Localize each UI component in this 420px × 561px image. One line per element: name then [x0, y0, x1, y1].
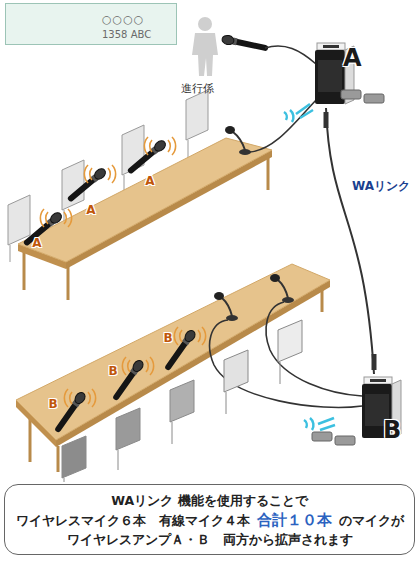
- upper-table: [267, 155, 270, 190]
- receive-wave-a: [290, 110, 293, 122]
- presenter-figure: [192, 17, 218, 76]
- lower-chairs: [278, 320, 302, 362]
- lower-chairs: [64, 478, 65, 482]
- upper-wireless-mics: [22, 137, 176, 248]
- lower-chairs: [62, 320, 302, 482]
- summary-text: WAリンク 機能を使用することで: [111, 493, 307, 508]
- link-cable: [326, 108, 374, 374]
- lower-chairs: [170, 380, 194, 422]
- lower-wired-mics: [222, 298, 232, 316]
- presenter-figure: [198, 17, 212, 31]
- lower-wireless-mics: [122, 357, 153, 375]
- upper-chairs: [186, 90, 208, 140]
- presenter-figure: [192, 33, 218, 76]
- upper-wireless-mics: [144, 137, 175, 155]
- amplifier-a: [341, 90, 361, 99]
- callout-letter: A: [86, 204, 95, 216]
- receive-wave-b: [304, 420, 307, 428]
- text-line: ワイヤレスアンプＡ・Ｂ 両方から拡声されます: [67, 532, 353, 547]
- amplifier-b: B: [358, 374, 408, 446]
- lower-wired-mics: [266, 302, 362, 396]
- lower-chairs: [280, 362, 281, 384]
- lower-chairs: [226, 392, 227, 414]
- amplifier-a: [323, 45, 339, 48]
- amplifier-a: [364, 94, 384, 103]
- lower-wired-mics: [214, 292, 224, 300]
- callout-letter: A: [145, 175, 154, 187]
- lower-wired-mics: [210, 320, 362, 407]
- callout-letter: B: [48, 398, 57, 410]
- upper-wired-mic: [225, 98, 318, 155]
- upper-table: [23, 250, 26, 290]
- text-line: WAリンク 機能を使用することで: [111, 493, 307, 508]
- upper-table: [67, 266, 70, 300]
- amplifier-b: [335, 436, 355, 445]
- amplifier-a: [318, 60, 342, 92]
- upper-wireless-mics: [126, 139, 168, 176]
- lower-wireless-mics: [64, 389, 95, 407]
- amplifier-b: [312, 432, 332, 441]
- receive-wave-a: [284, 112, 287, 120]
- callout-letter: B: [108, 365, 117, 377]
- amplifier-a: A: [312, 40, 364, 108]
- amplifier-a: [317, 43, 345, 50]
- lower-wired-mics: [270, 274, 280, 282]
- upper-chairs: [10, 245, 11, 262]
- lower-wireless-mics: [174, 327, 205, 345]
- presenter-mic: [221, 34, 316, 64]
- lower-chairs: [116, 408, 140, 450]
- lower-chairs: [172, 422, 173, 444]
- amplifier-b: [364, 377, 392, 384]
- upper-chairs: [8, 195, 30, 245]
- amplifier-a: [315, 43, 384, 104]
- summary-box: WAリンク 機能を使用することでワイヤレスマイク６本 有線マイク４本合計１０本の…: [4, 484, 415, 555]
- receive-wave-a: [284, 104, 313, 122]
- cable-plug: [372, 354, 377, 370]
- receive-wave-b: [320, 425, 335, 430]
- sign-text: 1358 ABC: [102, 29, 151, 40]
- lower-table: [16, 264, 330, 440]
- text-line: ワイヤレスマイク６本 有線マイク４本合計１０本のマイクが: [16, 511, 404, 529]
- amp-letter: B: [383, 418, 401, 442]
- upper-table: [18, 138, 272, 262]
- upper-wireless-mics: [22, 211, 64, 248]
- lower-wired-mics: [278, 280, 288, 298]
- sign-text: ○○○○: [102, 13, 144, 26]
- upper-wireless-mics: [40, 209, 71, 227]
- lower-chairs: [62, 436, 86, 478]
- upper-wired-mic: [225, 126, 235, 134]
- amplifier-b: [370, 379, 386, 382]
- callout-letter: A: [32, 237, 41, 249]
- receive-wave-b: [310, 418, 313, 430]
- amplifier-b: [312, 377, 401, 445]
- upper-wired-mic: [233, 132, 245, 150]
- receive-wave-b: [318, 418, 334, 424]
- lower-chairs: [224, 350, 248, 392]
- receive-wave-b: [304, 418, 335, 430]
- sign-board: ○○○○ 1358 ABC: [5, 3, 177, 45]
- summary-text: ワイヤレスマイク６本 有線マイク４本: [16, 513, 250, 528]
- upper-table: [18, 138, 272, 300]
- summary-text: 合計１０本: [257, 511, 332, 529]
- amp-letter: A: [343, 46, 362, 70]
- upper-wired-mic: [250, 98, 318, 152]
- upper-wireless-mics: [84, 165, 115, 183]
- summary-text: のマイクが: [339, 513, 404, 528]
- upper-wireless-mics: [66, 167, 108, 204]
- lower-table: [57, 446, 60, 472]
- presenter-mic: [221, 34, 269, 53]
- summary-text: ワイヤレスアンプＡ・Ｂ 両方から拡声されます: [67, 532, 353, 547]
- link-label: WAリンク: [352, 180, 410, 192]
- cable-plug: [324, 112, 329, 128]
- lower-wired-mics: [210, 274, 362, 407]
- presenter-mic: [265, 46, 316, 64]
- upper-chairs: [62, 160, 84, 210]
- callout-letter: B: [163, 332, 172, 344]
- lower-chairs: [118, 450, 119, 470]
- receive-wave-a: [300, 110, 313, 118]
- role-label: 進行係: [181, 83, 214, 94]
- link-cable-group: [326, 108, 374, 374]
